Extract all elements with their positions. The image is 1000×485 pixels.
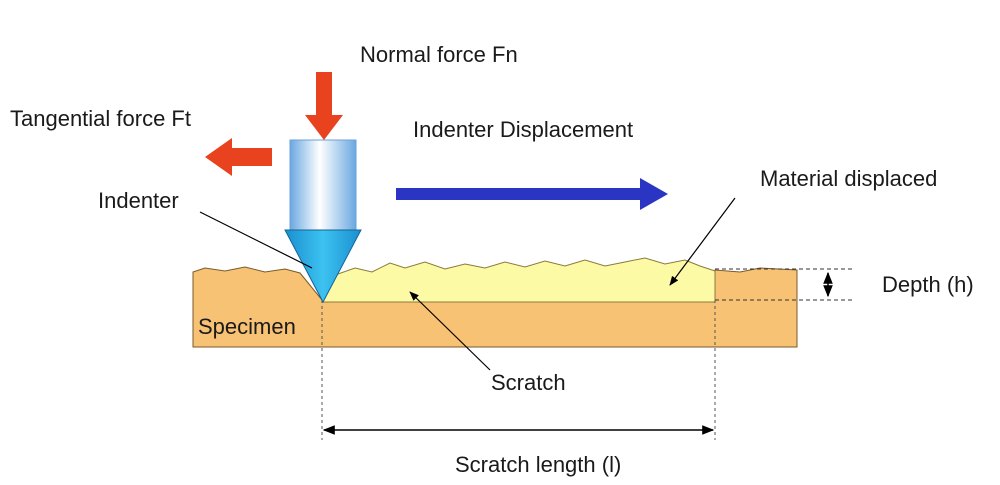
scratch-label: Scratch <box>491 370 566 395</box>
specimen-label: Specimen <box>198 314 296 339</box>
tangential-force-arrow <box>205 138 272 176</box>
normal-force-label: Normal force Fn <box>360 42 518 67</box>
scratch-length-label: Scratch length (l) <box>455 452 621 477</box>
displaced-material <box>321 257 716 303</box>
indenter-leader <box>199 211 313 269</box>
indenter-shaft <box>289 139 357 231</box>
material-leader <box>669 197 736 286</box>
normal-force-arrow <box>305 72 343 140</box>
indenter-tip <box>284 229 362 304</box>
displacement-arrow <box>396 178 668 210</box>
tangential-force-label: Tangential force Ft <box>10 106 191 131</box>
indenter-label: Indenter <box>98 188 179 213</box>
displacement-label: Indenter Displacement <box>413 117 633 142</box>
material-displaced-label: Material displaced <box>760 166 937 191</box>
scratch-leader <box>409 291 491 371</box>
depth-label: Depth (h) <box>882 272 974 297</box>
